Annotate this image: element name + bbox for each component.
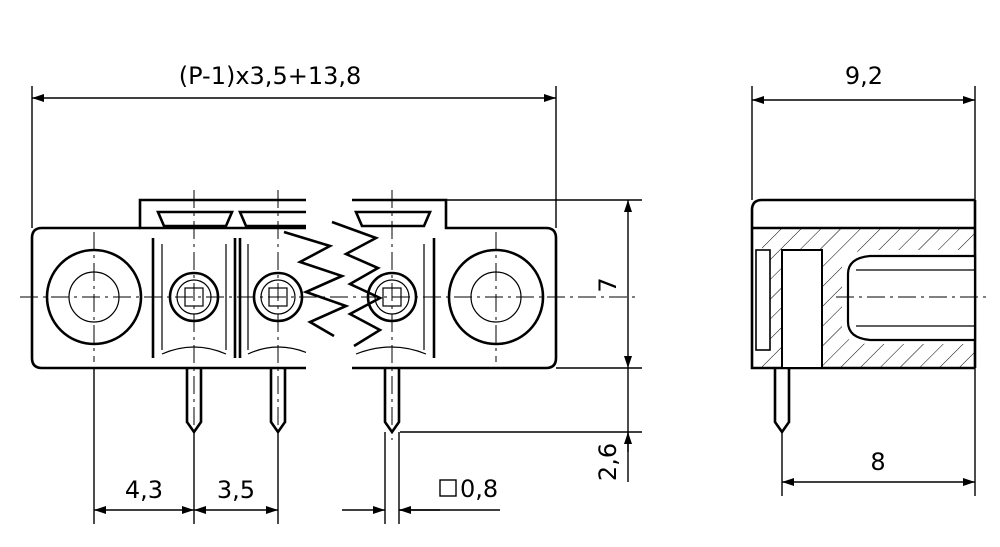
screw-slot-2 [238,210,306,228]
front-view-right-part [352,198,558,370]
side-wire-entry [846,254,977,342]
cell-3-base [355,346,427,355]
side-inner-block [781,249,823,369]
break-line-left [283,230,350,338]
side-depth-label: 8 [870,448,885,476]
left-flange-outline [30,226,306,370]
cell-2-base [247,346,306,355]
screw-slot-3 [354,210,432,228]
right-flange-outline [352,198,558,370]
screw-slot-1 [156,210,234,228]
cell-1-walls [151,238,237,358]
pitch-label: 3,5 [217,476,255,504]
flange-to-pin-label: 4,3 [125,476,163,504]
side-wire-entry-inner [856,269,975,327]
front-view-left-part [30,198,306,370]
top-rail-left [138,198,306,230]
height-label: 7 [594,277,622,292]
side-inner-slot [755,249,771,351]
side-pin [773,368,791,435]
side-dimensions: 9,2 8 [751,62,976,496]
front-view [20,190,640,440]
overall-length-label: (P-1)x3,5+13,8 [179,62,362,90]
square-section-icon [439,479,457,497]
front-dimensions: (P-1)x3,5+13,8 7 2,6 4,3 3,5 0,8 [31,62,642,524]
side-width-label: 9,2 [845,62,883,90]
pin-length-label: 2,6 [594,443,622,481]
side-body-outline [750,198,975,370]
pin-section-label: 0,8 [460,475,498,503]
side-view [750,198,990,435]
break-line-right [331,220,383,348]
